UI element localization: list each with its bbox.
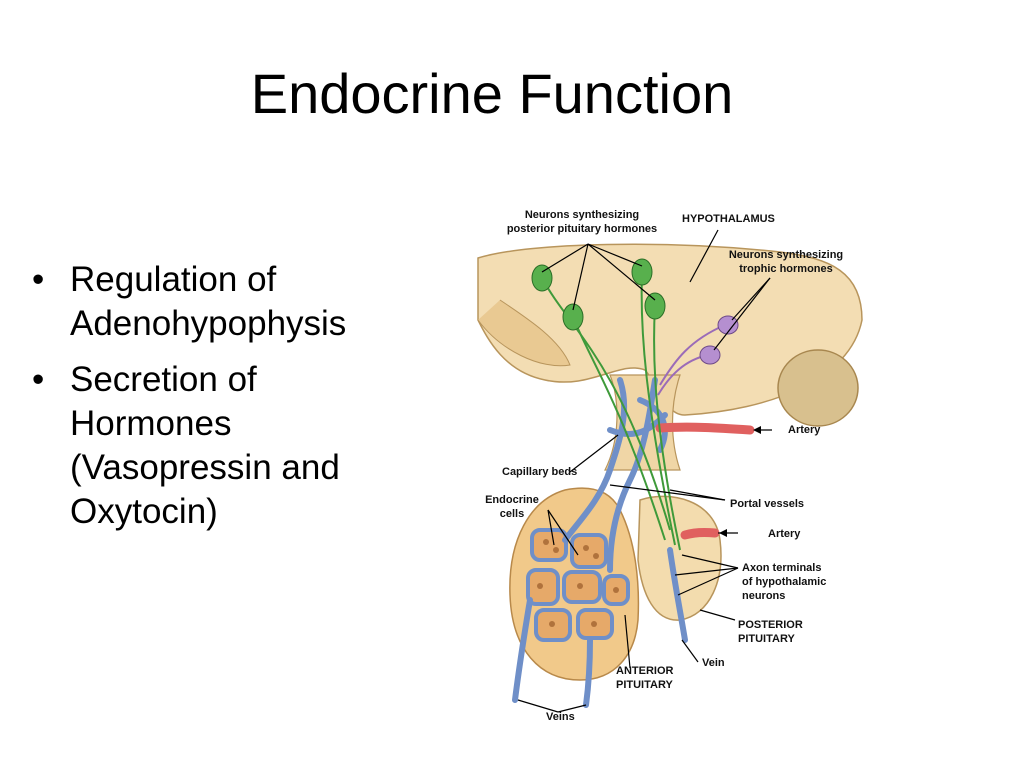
label-anterior-pituitary: ANTERIOR [616, 665, 674, 677]
cell-nuclei [537, 539, 619, 627]
label-neurons-posterior: Neurons synthesizing [525, 209, 639, 221]
label-hypothalamus: HYPOTHALAMUS [682, 213, 775, 225]
posterior-neuron-bodies [531, 258, 666, 331]
arteries [655, 422, 755, 540]
label-artery-mid: Artery [768, 528, 801, 540]
bullet-line: Secretion of [70, 360, 257, 399]
label-posterior-pituitary: PITUITARY [738, 633, 795, 645]
label-veins: Veins [546, 711, 575, 723]
label-neurons-trophic: trophic hormones [739, 263, 833, 275]
bullet-item-regulation: • Regulation of Adenohypophysis [30, 258, 450, 346]
bullet-line: Oxytocin) [70, 492, 218, 531]
mammillary-body [777, 349, 859, 427]
posterior-pituitary-tissue [637, 495, 722, 621]
label-axon-terminals: neurons [742, 590, 785, 602]
bullet-line: (Vasopressin and [70, 448, 340, 487]
trophic-neuron-bodies [699, 315, 739, 365]
label-endocrine-cells: Endocrine [485, 494, 539, 506]
label-portal-vessels: Portal vessels [730, 498, 804, 510]
label-neurons-trophic: Neurons synthesizing [729, 249, 843, 261]
slide-title: Endocrine Function [250, 62, 734, 125]
label-axon-terminals: Axon terminals [742, 562, 821, 574]
label-posterior-pituitary: POSTERIOR [738, 619, 803, 631]
label-endocrine-cells: cells [500, 508, 524, 520]
label-neurons-posterior: posterior pituitary hormones [507, 223, 657, 235]
bullet-dot-icon: • [32, 260, 45, 299]
label-artery-top: Artery [788, 424, 821, 436]
arrowheads [719, 426, 761, 537]
portal-vessels [512, 377, 688, 708]
label-anterior-pituitary: PITUITARY [616, 679, 673, 691]
bullet-list: • Regulation of Adenohypophysis • Secret… [30, 258, 450, 546]
label-axon-terminals: of hypothalamic [742, 576, 826, 588]
bullet-line: Hormones [70, 404, 232, 443]
label-vein: Vein [702, 657, 725, 669]
bullet-line: Regulation of [70, 260, 277, 299]
hypothalamus-fold [477, 299, 571, 367]
pituitary-diagram: Neurons synthesizing posterior pituitary… [477, 209, 863, 723]
bullet-line: Adenohypophysis [70, 304, 347, 343]
posterior-neurons [541, 271, 681, 551]
label-capillary-beds: Capillary beds [502, 466, 577, 478]
bullet-dot-icon: • [32, 360, 45, 399]
bullet-item-secretion: • Secretion of Hormones (Vasopressin and… [30, 358, 450, 534]
